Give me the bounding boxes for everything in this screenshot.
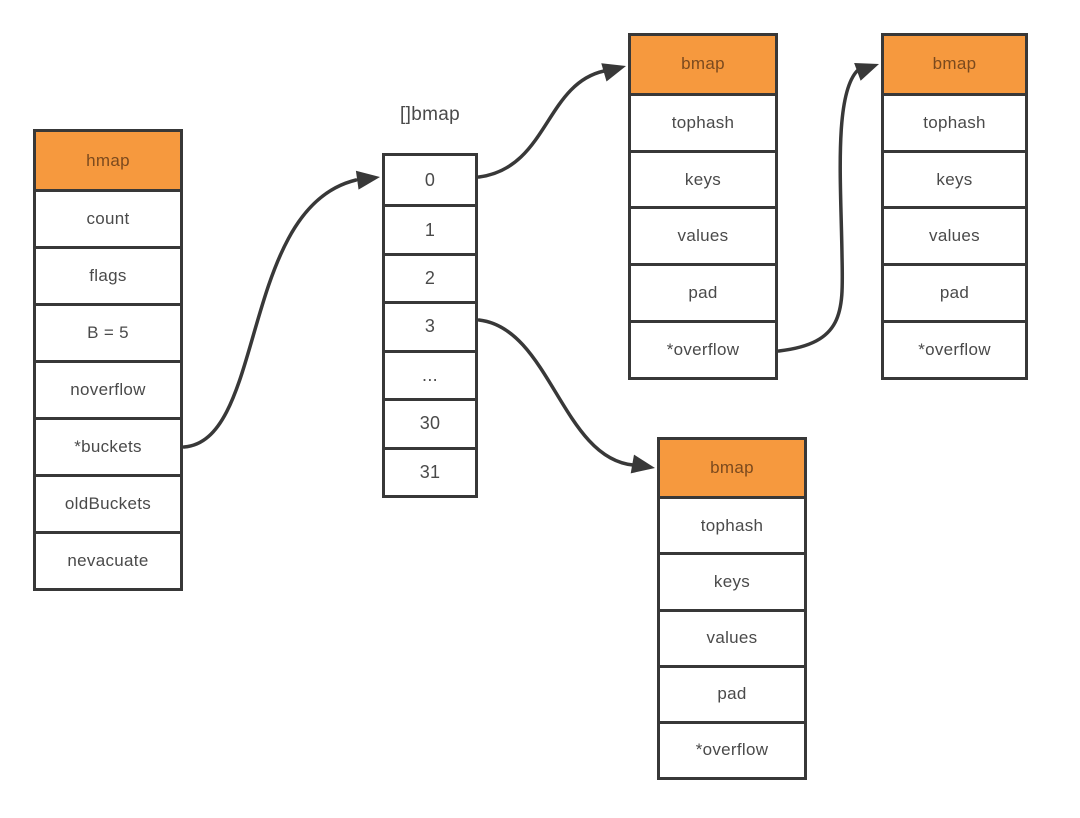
bmap-overflow-field-values: values bbox=[884, 206, 1025, 264]
arrow-buckets-to-array bbox=[182, 170, 380, 449]
arrowhead-right-icon bbox=[355, 170, 380, 190]
bucket-index-2: 2 bbox=[385, 252, 475, 302]
hmap-field-b: B = 5 bbox=[36, 303, 180, 360]
arrow-curve bbox=[777, 69, 859, 353]
arrow-overflow-to-bmap bbox=[777, 62, 879, 353]
arrow-curve bbox=[477, 69, 606, 179]
hmap-field-flags: flags bbox=[36, 246, 180, 303]
bucket-index-3: 3 bbox=[385, 301, 475, 350]
hmap-field-oldbuckets: oldBuckets bbox=[36, 474, 180, 531]
bmap-overflow-header-cell: bmap bbox=[884, 36, 1025, 93]
bucket-index-ellipsis: ... bbox=[385, 349, 475, 399]
hmap-field-count: count bbox=[36, 189, 180, 246]
hmap-table: hmap count flags B = 5 noverflow *bucket… bbox=[33, 129, 183, 591]
bmap-bucket3-field-pad: pad bbox=[660, 664, 804, 721]
arrow-array0-to-bmap bbox=[477, 63, 626, 179]
bmap-overflow-table: bmap tophash keys values pad *overflow bbox=[881, 33, 1028, 380]
bucket-index-1: 1 bbox=[385, 204, 475, 253]
bmap-overflow-field-pad: pad bbox=[884, 263, 1025, 321]
bmap-bucket3-field-keys: keys bbox=[660, 552, 804, 609]
bmap-bucket3-field-tophash: tophash bbox=[660, 496, 804, 553]
bmap-bucket0-header-cell: bmap bbox=[631, 36, 775, 93]
bmap-bucket0-field-values: values bbox=[631, 206, 775, 264]
bmap-bucket0-table: bmap tophash keys values pad *overflow bbox=[628, 33, 778, 380]
bucket-index-30: 30 bbox=[385, 398, 475, 447]
arrowhead-right-icon bbox=[601, 63, 626, 82]
bmap-bucket3-field-values: values bbox=[660, 608, 804, 665]
arrow-curve bbox=[182, 178, 358, 449]
bmap-overflow-field-tophash: tophash bbox=[884, 92, 1025, 150]
arrowhead-right-icon bbox=[630, 454, 655, 474]
hmap-field-buckets-pointer: *buckets bbox=[36, 417, 180, 474]
arrowhead-right-icon bbox=[854, 62, 879, 81]
bmap-bucket0-field-overflow-pointer: *overflow bbox=[631, 320, 775, 377]
bmap-bucket0-field-tophash: tophash bbox=[631, 92, 775, 150]
bucket-index-31: 31 bbox=[385, 446, 475, 495]
hmap-field-nevacuate: nevacuate bbox=[36, 531, 180, 588]
buckets-array-label: []bmap bbox=[400, 104, 460, 125]
bmap-bucket3-table: bmap tophash keys values pad *overflow bbox=[657, 437, 807, 780]
buckets-array-table: 0 1 2 3 ... 30 31 bbox=[382, 153, 478, 498]
bmap-bucket3-header-cell: bmap bbox=[660, 440, 804, 497]
bmap-overflow-field-keys: keys bbox=[884, 149, 1025, 207]
hmap-header-cell: hmap bbox=[36, 132, 180, 189]
bmap-bucket3-field-overflow-pointer: *overflow bbox=[660, 720, 804, 777]
arrow-curve bbox=[477, 318, 635, 467]
bucket-index-0: 0 bbox=[385, 156, 475, 205]
bmap-bucket0-field-keys: keys bbox=[631, 149, 775, 207]
bmap-bucket0-field-pad: pad bbox=[631, 263, 775, 321]
hmap-field-noverflow: noverflow bbox=[36, 360, 180, 417]
bmap-overflow-field-overflow-pointer: *overflow bbox=[884, 320, 1025, 377]
